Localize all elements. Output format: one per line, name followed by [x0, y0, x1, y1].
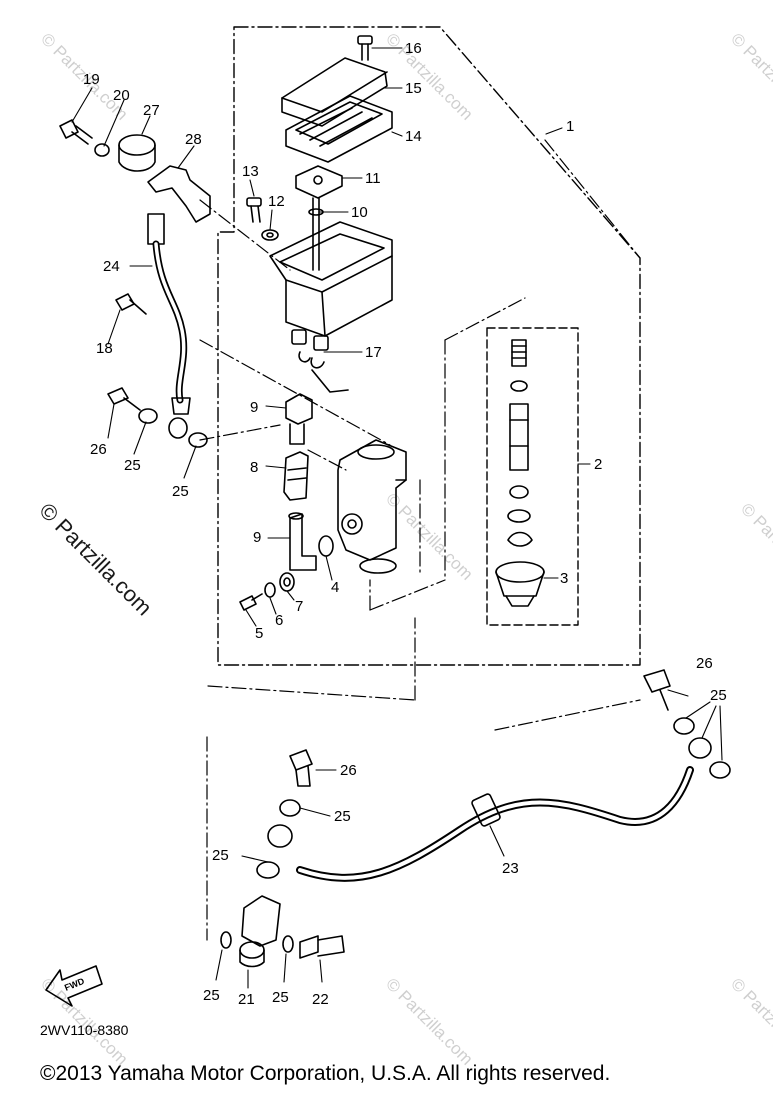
part-25-washer-upper-left: [138, 408, 208, 448]
callout-12: 12: [268, 193, 285, 210]
part-9-union-lower: [288, 512, 317, 571]
copyright-notice: ©2013 Yamaha Motor Corporation, U.S.A. A…: [40, 1062, 611, 1085]
callout-labels: 16 15 14 1 11 10 13 12 17 9 8 9 4 5 6 7 …: [83, 40, 727, 1008]
watermark-text: © Partzilla.com: [382, 974, 476, 1068]
callout-18: 18: [96, 340, 113, 357]
part-20-washer: [94, 143, 110, 157]
callout-25-upper-a: 25: [124, 457, 141, 474]
callout-28: 28: [185, 131, 202, 148]
part-28-bracket: [147, 165, 211, 223]
part-14-diaphragm: [285, 95, 393, 163]
callout-19: 19: [83, 71, 100, 88]
callout-21: 21: [238, 991, 255, 1008]
part-25-washers-right: [673, 717, 731, 779]
callout-27: 27: [143, 102, 160, 119]
callout-25-lower-a: 25: [334, 808, 351, 825]
callout-5: 5: [255, 625, 263, 642]
watermark-text: © Partzilla.com: [727, 974, 773, 1068]
part-25-washers-bottom: [220, 931, 294, 953]
part-22-bolt: [299, 935, 345, 959]
callout-16: 16: [405, 40, 422, 57]
callout-1: 1: [566, 118, 574, 135]
assembly-boundary-1: [217, 26, 641, 666]
part-9-union-upper: [285, 393, 313, 445]
part-15-reservoir-cap: [281, 57, 388, 127]
part-21-union: [239, 895, 281, 968]
callout-8: 8: [250, 459, 258, 476]
part-18-bolt: [115, 293, 147, 315]
leader-lines: [71, 47, 723, 989]
watermark-text: © Partzilla.com: [382, 29, 476, 123]
watermark-layer: © Partzilla.com © Partzilla.com © Partzi…: [34, 29, 773, 1068]
callout-17: 17: [365, 344, 382, 361]
callout-25-right: 25: [710, 687, 727, 704]
watermark-main: © Partzilla.com: [34, 498, 157, 621]
part-12-washer: [261, 229, 279, 241]
part-11-plate: [295, 165, 343, 199]
callout-10: 10: [351, 204, 368, 221]
callout-9-lower: 9: [253, 529, 261, 546]
callout-3: 3: [560, 570, 568, 587]
reservoir-body: [269, 221, 393, 351]
part-5-screw: [239, 593, 263, 611]
guide-lines: [199, 139, 641, 941]
part-17-clip: [298, 351, 349, 393]
part-2-piston-kit: [507, 339, 533, 547]
callout-11: 11: [365, 170, 381, 187]
callout-7: 7: [295, 598, 303, 615]
callout-9-upper: 9: [250, 399, 258, 416]
part-27-grommet: [118, 134, 156, 172]
part-7-washer: [279, 572, 295, 592]
callout-25-bottom-b: 25: [272, 989, 289, 1006]
part-26-bolt-lower: [289, 749, 313, 787]
watermark-text: © Partzilla.com: [727, 29, 773, 123]
drawing-code: 2WV110-8380: [40, 1022, 129, 1038]
part-6-washer: [264, 582, 276, 598]
part-10-pipe: [308, 197, 324, 271]
callout-2: 2: [594, 456, 602, 473]
part-23-brake-hose: [296, 766, 694, 882]
callout-26-right: 26: [696, 655, 713, 672]
callout-22: 22: [312, 991, 329, 1008]
part-26-bolt-right: [643, 669, 671, 711]
callout-20: 20: [113, 87, 130, 104]
part-3-boot: [495, 561, 545, 607]
part-24-brake-hose: [147, 213, 191, 439]
callout-4: 4: [331, 579, 339, 596]
assembly-boundary-2: [486, 327, 579, 626]
callout-23: 23: [502, 860, 519, 877]
callout-25-bottom-a: 25: [203, 987, 220, 1004]
watermark-text: © Partzilla.com: [737, 499, 773, 593]
part-19-bolt: [59, 119, 93, 145]
master-cylinder-body: [337, 439, 407, 574]
part-4-o-ring: [318, 535, 334, 557]
callout-6: 6: [275, 612, 283, 629]
callout-13: 13: [242, 163, 259, 180]
callout-26-lower: 26: [340, 762, 357, 779]
callout-24: 24: [103, 258, 120, 275]
part-26-bolt-upper: [107, 387, 141, 411]
callout-25-upper-b: 25: [172, 483, 189, 500]
callout-26-upper: 26: [90, 441, 107, 458]
part-8-hose: [283, 451, 309, 501]
callout-15: 15: [405, 80, 422, 97]
callout-25-lower-b: 25: [212, 847, 229, 864]
part-13-bolt: [246, 197, 262, 223]
part-25-washers-lower: [256, 799, 301, 879]
part-16-screw: [357, 35, 373, 61]
callout-14: 14: [405, 128, 422, 145]
